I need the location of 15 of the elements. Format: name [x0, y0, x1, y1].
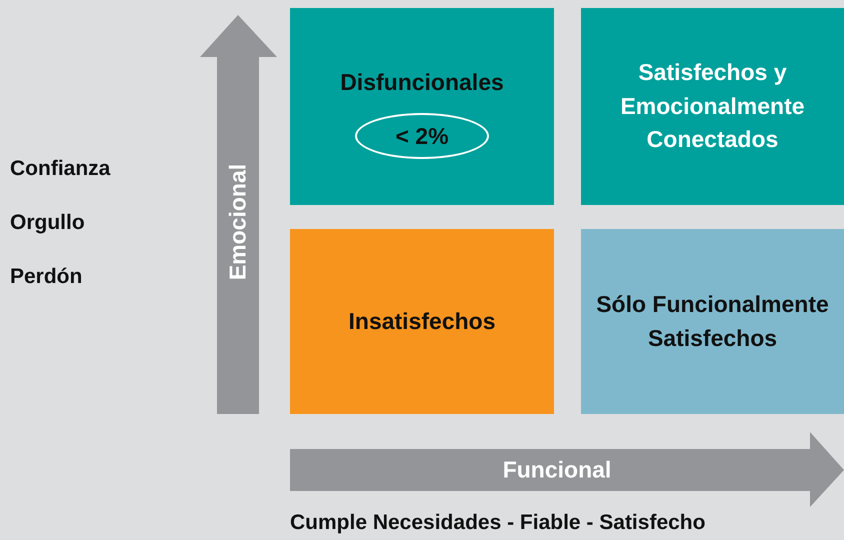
attribute-label: Orgullo: [10, 211, 85, 235]
axis-label: Emocional: [224, 164, 252, 280]
quadrant-box: [581, 8, 844, 205]
quadrant-title: Disfuncionales: [340, 68, 504, 97]
attribute-label: Perdón: [10, 265, 82, 289]
quadrant-box: [581, 229, 844, 414]
percentage-ellipse: < 2%: [355, 113, 489, 160]
quadrant-box: [290, 8, 554, 205]
axis-label: Funcional: [502, 456, 612, 484]
quadrant-title: Satisfechos y Emocionalmente Conectados: [619, 58, 806, 154]
quadrant-box: [290, 229, 554, 414]
attribute-label: Confianza: [10, 157, 110, 181]
axis-caption: Cumple Necesidades - Fiable - Satisfecho: [290, 511, 706, 535]
quadrant-title: Sólo Funcionalmente Satisfechos: [595, 290, 830, 352]
quadrant-title: Insatisfechos: [348, 306, 496, 336]
